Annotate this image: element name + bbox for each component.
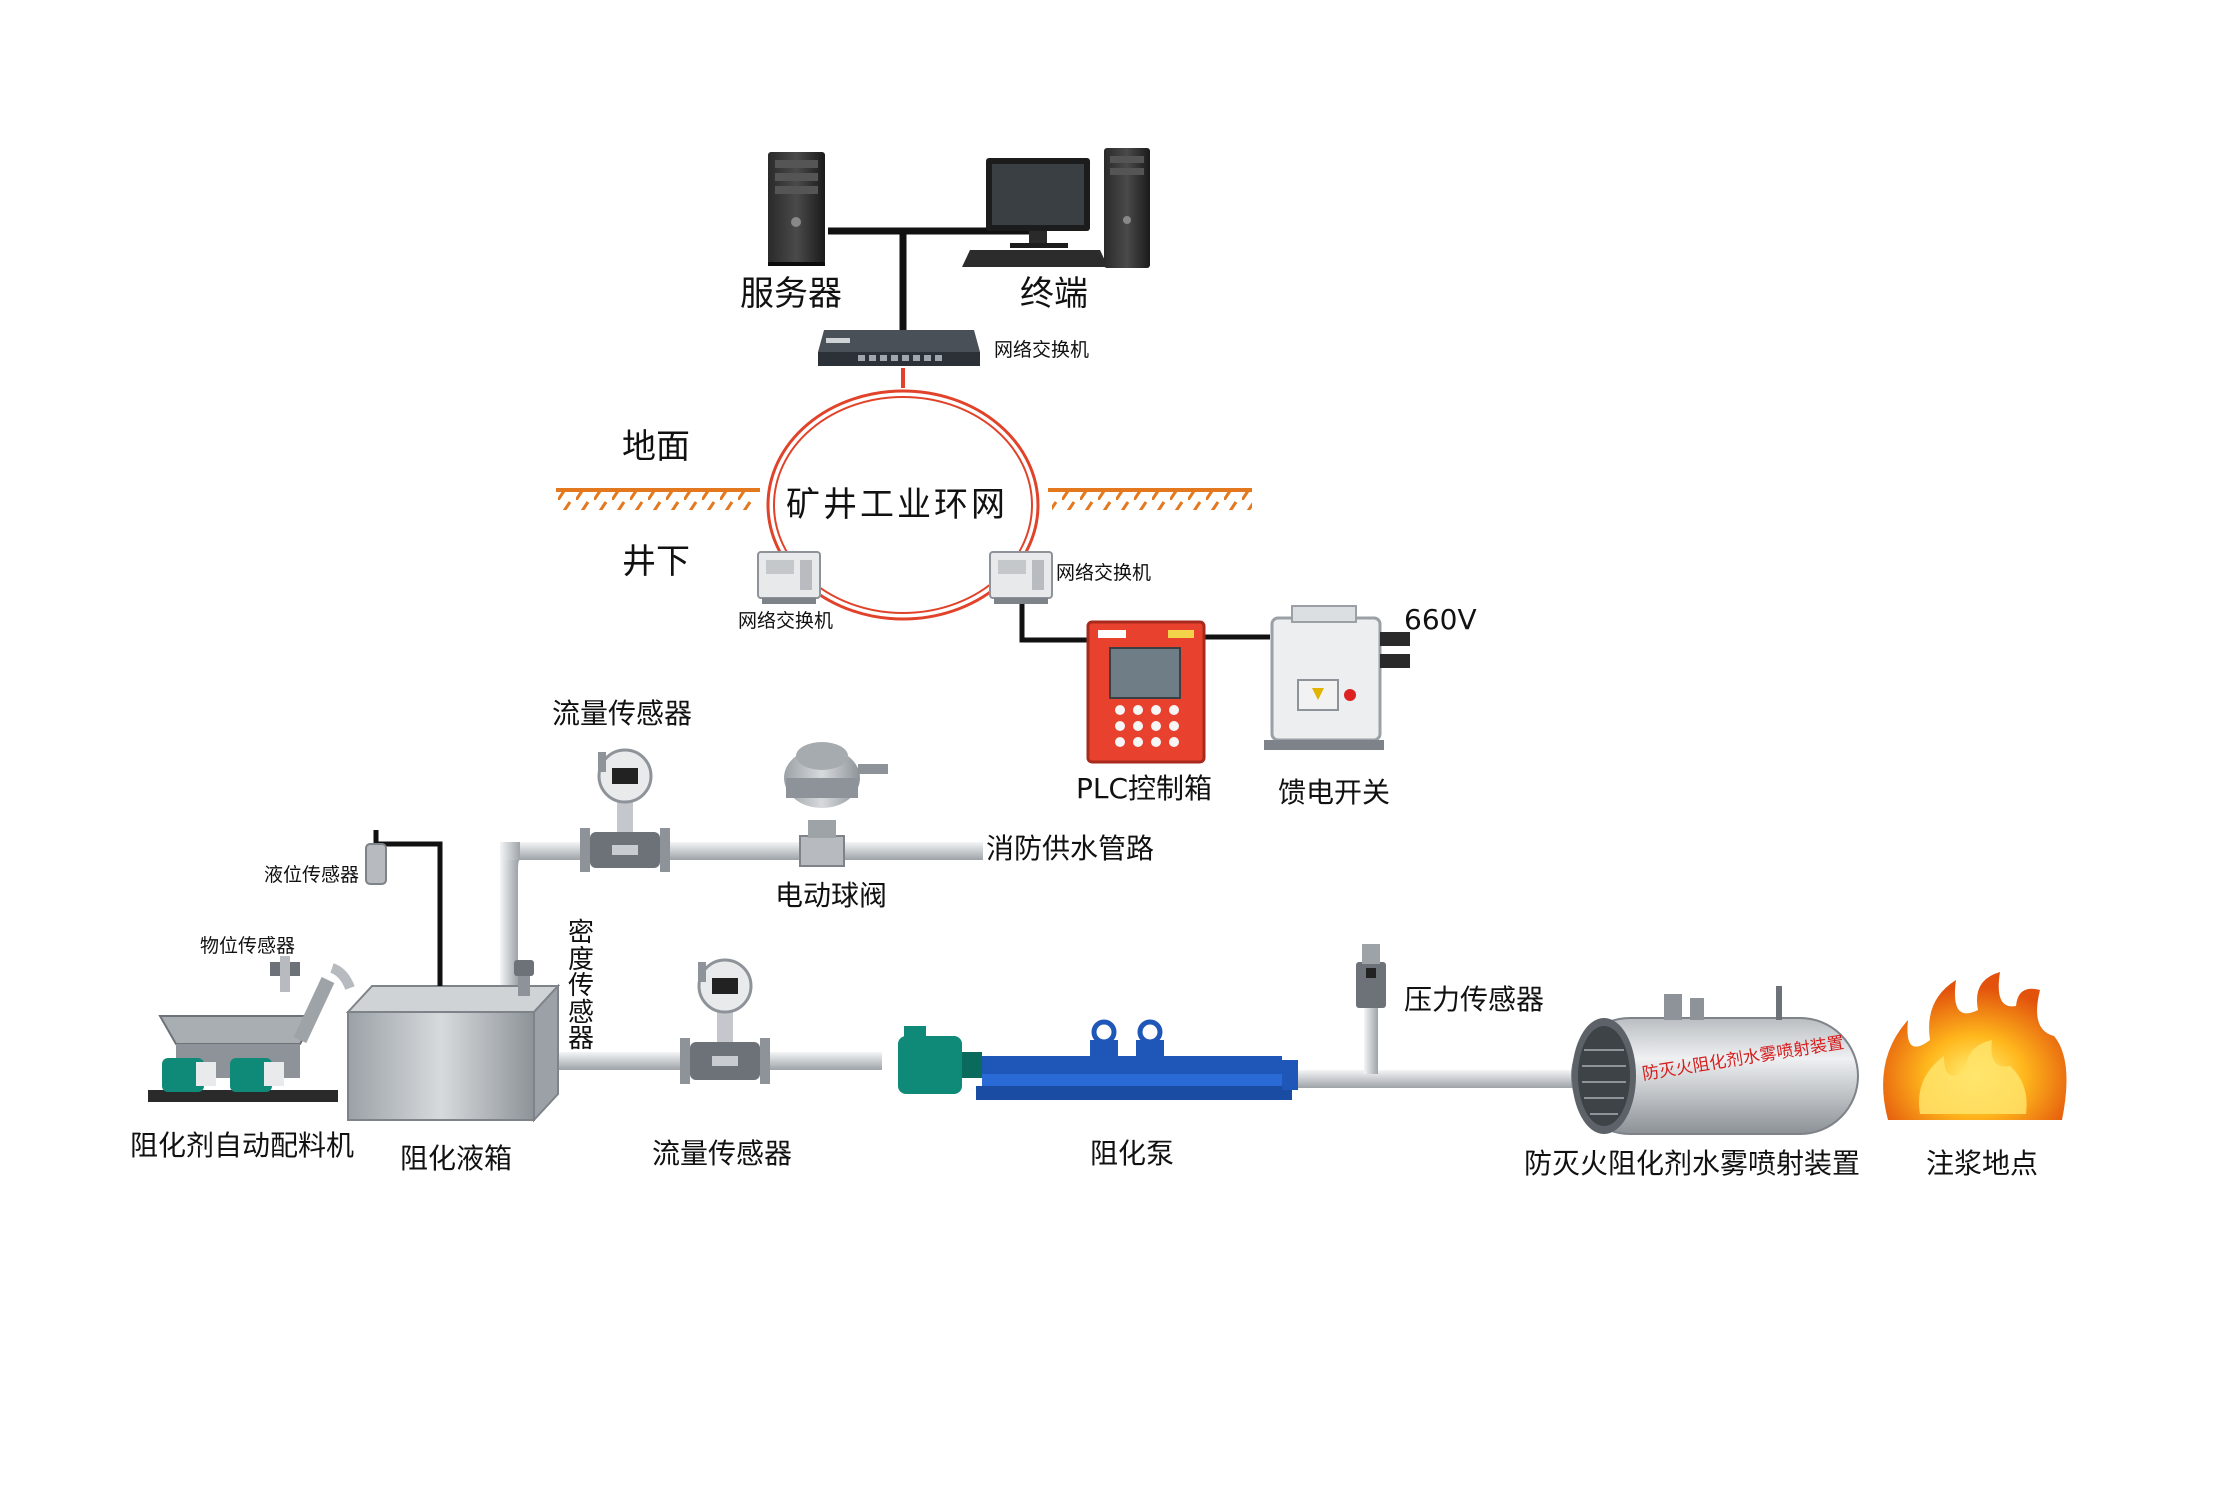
liquid-tank-icon bbox=[345, 983, 561, 1123]
terminal-label: 终端 bbox=[1020, 274, 1088, 314]
ring-network-label: 矿井工业环网 bbox=[782, 486, 1012, 524]
terminal-icon bbox=[962, 148, 1150, 268]
pump-label: 阻化泵 bbox=[1090, 1137, 1175, 1170]
injection-point-label: 注浆地点 bbox=[1926, 1147, 2039, 1180]
pump-spray-pipe bbox=[1296, 1070, 1572, 1088]
switch-plc-cable bbox=[1019, 592, 1100, 643]
lower-flow-sensor-icon bbox=[680, 958, 770, 1084]
lower-flow-sensor-label: 流量传感器 bbox=[652, 1137, 793, 1170]
underground-label: 井下 bbox=[622, 542, 690, 582]
density-sensor-icon bbox=[514, 960, 534, 996]
voltage-label: 660V bbox=[1404, 603, 1477, 636]
tank-label: 阻化液箱 bbox=[400, 1142, 513, 1175]
level-sensor-icon bbox=[365, 843, 387, 885]
server-label: 服务器 bbox=[740, 274, 842, 314]
ground-hatch-left bbox=[556, 490, 756, 510]
ground-line bbox=[556, 488, 1252, 510]
underground-switch-left-icon bbox=[757, 551, 821, 604]
density-sensor-label: 密度传感器 bbox=[567, 918, 594, 1055]
electric-ball-valve-icon bbox=[784, 742, 888, 867]
upper-flow-sensor-icon bbox=[580, 748, 670, 872]
batching-machine-icon bbox=[148, 956, 355, 1102]
ring-network-inner bbox=[773, 396, 1033, 614]
valve-label: 电动球阀 bbox=[775, 879, 888, 912]
upper-flow-sensor-label: 流量传感器 bbox=[552, 697, 693, 730]
material-sensor-label: 物位传感器 bbox=[200, 935, 296, 957]
fire-icon bbox=[1883, 972, 2067, 1120]
feeder-switch-icon bbox=[1264, 605, 1410, 750]
surface-label: 地面 bbox=[622, 427, 690, 467]
surface-switch-icon bbox=[818, 330, 980, 366]
fire-water-label: 消防供水管路 bbox=[986, 832, 1155, 865]
server-icon bbox=[768, 152, 825, 266]
underground-switch-right-label: 网络交换机 bbox=[1056, 562, 1152, 584]
ring-network-outer bbox=[766, 389, 1040, 621]
feeder-label: 馈电开关 bbox=[1278, 776, 1391, 809]
level-sensor-cable bbox=[373, 830, 443, 986]
underground-switch-left-label: 网络交换机 bbox=[738, 610, 834, 632]
pressure-sensor-label: 压力传感器 bbox=[1404, 983, 1545, 1016]
surface-switch-label: 网络交换机 bbox=[994, 339, 1090, 361]
pump-icon bbox=[898, 1019, 1298, 1100]
pressure-tap-pipe bbox=[1364, 1004, 1378, 1074]
spray-device-label: 防灭火阻化剂水雾喷射装置 bbox=[1524, 1147, 1861, 1180]
batching-machine-label: 阻化剂自动配料机 bbox=[130, 1129, 355, 1162]
pressure-sensor-icon bbox=[1356, 944, 1386, 1008]
level-sensor-label: 液位传感器 bbox=[264, 864, 360, 886]
tank-riser-pipe bbox=[500, 860, 518, 1000]
plc-control-box-icon bbox=[1086, 620, 1206, 764]
fire-water-pipe bbox=[500, 842, 983, 860]
plc-label: PLC控制箱 bbox=[1076, 772, 1213, 805]
spray-device-icon bbox=[1571, 986, 1859, 1135]
ground-hatch-right bbox=[1052, 490, 1252, 510]
underground-switch-right-icon bbox=[989, 551, 1053, 604]
